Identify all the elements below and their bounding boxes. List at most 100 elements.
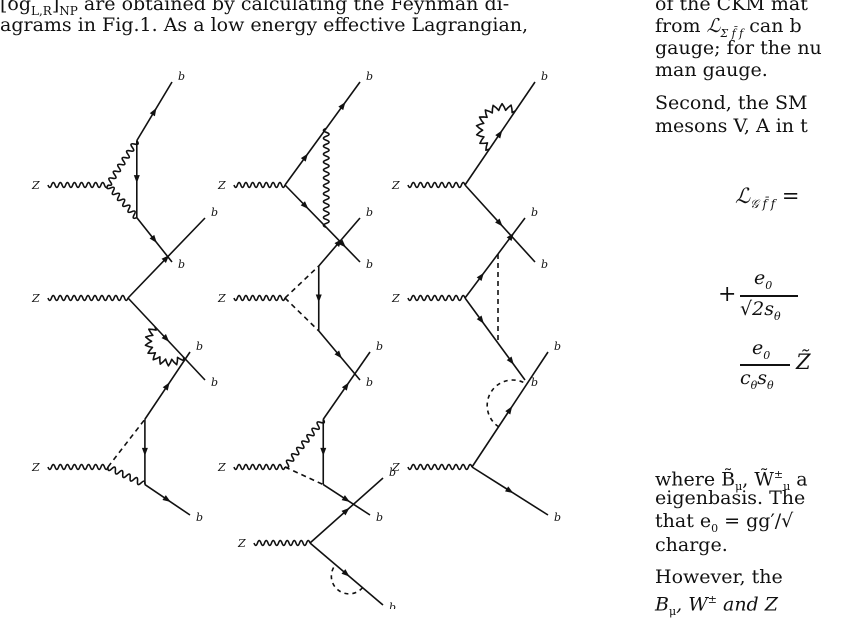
self-energy-wavy-loop bbox=[144, 326, 185, 367]
self-energy-wavy-loop bbox=[475, 102, 516, 152]
a-word: a bbox=[790, 468, 808, 491]
b-label-top: b bbox=[554, 340, 561, 353]
lr-subscript: L,R bbox=[31, 3, 52, 18]
w-pm-sup: ± bbox=[707, 593, 717, 606]
fermion-arrow bbox=[495, 130, 503, 139]
w-boson-loop bbox=[107, 140, 139, 187]
that-e: that e bbox=[655, 510, 712, 532]
fermion-arrow bbox=[162, 495, 171, 503]
right-text-line-6: mesons V, A in t bbox=[655, 115, 808, 137]
eq2-den-main: √2s bbox=[740, 298, 774, 320]
right-text-line-3: gauge; for the nu bbox=[655, 37, 822, 59]
eq3-fraction-bar bbox=[740, 364, 790, 366]
can-b: can b bbox=[743, 15, 802, 37]
b-label-top: b bbox=[178, 70, 185, 83]
eq2-num-sub: 0 bbox=[765, 278, 773, 292]
fermion-arrow bbox=[338, 239, 346, 248]
b-label-top: b bbox=[541, 70, 548, 83]
w-boson-loop bbox=[106, 184, 138, 220]
fermion-arrow bbox=[149, 107, 157, 117]
b-label-bottom: b bbox=[531, 376, 538, 389]
right-text-line-10: charge. bbox=[655, 534, 728, 556]
z-label: Z bbox=[391, 461, 400, 474]
b-label-bottom: b bbox=[541, 258, 548, 271]
z-label: Z bbox=[217, 179, 226, 192]
eq3-z-tilde: Z̃ bbox=[796, 350, 811, 374]
b-label-top: b bbox=[366, 70, 373, 83]
b-label-top: b bbox=[376, 340, 383, 353]
paper-text-line-2: agrams in Fig.1. As a low energy effecti… bbox=[0, 14, 529, 36]
fermion-arrow bbox=[495, 218, 503, 227]
paper-text-line-1: [δgL,R]NP are obtained by calculating th… bbox=[0, 0, 640, 22]
w-boson-exchange bbox=[322, 127, 330, 229]
b-label-bottom: b bbox=[196, 511, 203, 524]
b-label-top: b bbox=[366, 206, 373, 219]
w-pm: , W bbox=[676, 593, 708, 616]
right-text-line-8: eigenbasis. The bbox=[655, 487, 806, 509]
b-label-top: b bbox=[211, 206, 218, 219]
equation-fraction-1: + e0 √2sθ bbox=[718, 268, 798, 328]
equation-fraction-2: e0 cθsθ Z̃ bbox=[740, 338, 850, 398]
z-boson-line bbox=[407, 294, 466, 302]
from-word: from bbox=[655, 15, 707, 37]
fermion-arrow bbox=[315, 294, 322, 303]
b-label-bottom: b bbox=[389, 601, 396, 609]
fermion-arrow bbox=[149, 234, 157, 243]
eq2-num-e: e bbox=[754, 267, 766, 289]
w-sub: μ bbox=[783, 480, 791, 494]
b-mu-sub: μ bbox=[735, 480, 743, 494]
eq3-den-sub2: θ bbox=[767, 378, 774, 392]
w-sup: ± bbox=[773, 468, 784, 481]
scalar-line bbox=[284, 297, 320, 332]
z-label: Z bbox=[217, 461, 226, 474]
eq-lagrangian-symbol: ℒ bbox=[735, 184, 751, 208]
w-boson-loop bbox=[284, 418, 326, 469]
fermion-arrow bbox=[341, 495, 350, 502]
b-label-bottom: b bbox=[366, 376, 373, 389]
fermion-arrow bbox=[300, 201, 309, 210]
e0-sub: 0 bbox=[711, 521, 719, 535]
z-boson-line bbox=[407, 181, 466, 189]
and-z: and Z bbox=[716, 593, 778, 616]
b-label-bottom: b bbox=[366, 258, 373, 271]
eq-lagrangian-subscript: 𝒢 f̄ f bbox=[750, 197, 776, 212]
fermion-arrow bbox=[341, 569, 350, 577]
b-label-top: b bbox=[196, 340, 203, 353]
fermion-arrow bbox=[505, 486, 514, 494]
right-text-line-9: that e0 = gg′/√ bbox=[655, 511, 793, 539]
fermion-arrow bbox=[506, 356, 514, 365]
z-label: Z bbox=[391, 179, 400, 192]
z-label: Z bbox=[237, 537, 246, 550]
fermion-arrow bbox=[300, 153, 308, 162]
fermion-arrow bbox=[133, 175, 140, 184]
z-boson-line bbox=[233, 294, 286, 302]
fermion-arrow bbox=[476, 272, 484, 281]
eq2-denominator: √2sθ bbox=[740, 299, 781, 327]
eq3-num-sub: 0 bbox=[763, 348, 771, 362]
z-boson-line bbox=[253, 539, 311, 547]
right-text-line-4: man gauge. bbox=[655, 59, 768, 81]
scalar-line bbox=[107, 418, 146, 468]
right-text-line-2: from ℒΣ f̄ f can b bbox=[655, 16, 802, 44]
b-label-top: b bbox=[531, 206, 538, 219]
right-text-line-1: of the CKM mat bbox=[655, 0, 808, 15]
b-label-top: b bbox=[389, 466, 396, 479]
lagrangian-symbol: ℒ bbox=[706, 15, 721, 37]
right-text-line-11: However, the bbox=[655, 566, 783, 588]
b-label-bottom: b bbox=[211, 376, 218, 389]
fermion-arrow bbox=[162, 382, 170, 391]
lagrangian-subscript: Σ f̄ f bbox=[720, 26, 744, 40]
right-text-line-5: Second, the SM bbox=[655, 92, 808, 114]
fermion-arrow bbox=[341, 507, 350, 516]
np-subscript: NP bbox=[59, 3, 78, 18]
right-text-line-7: where B̃μ, W̃±μ a bbox=[655, 464, 808, 497]
b-label-bottom: b bbox=[376, 511, 383, 524]
fermion-arrow bbox=[334, 350, 342, 359]
fermion-arrow bbox=[506, 232, 514, 241]
z-boson-line bbox=[407, 463, 473, 471]
scalar-line bbox=[284, 265, 320, 299]
eq3-den-sub1: θ bbox=[750, 378, 758, 392]
z-boson-line bbox=[233, 181, 286, 189]
z-label: Z bbox=[391, 292, 400, 305]
